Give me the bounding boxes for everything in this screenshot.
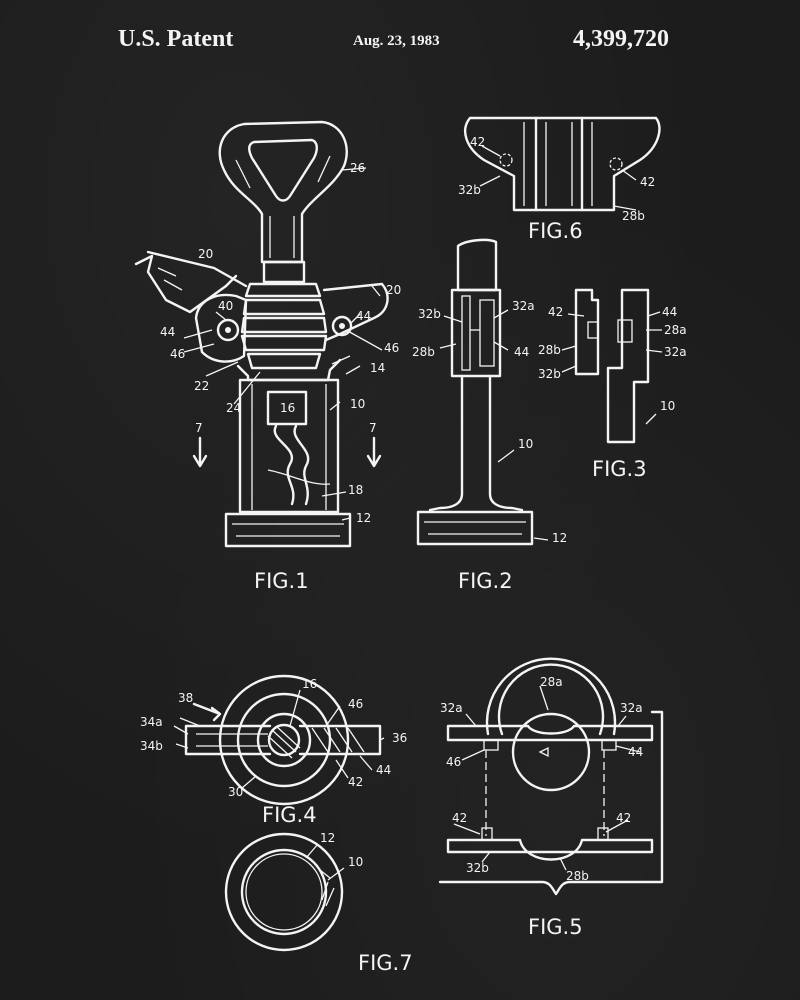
reference-numeral: 10 bbox=[348, 855, 363, 869]
figure-4-drawing bbox=[173, 674, 385, 806]
figure-5-caption: FIG.5 bbox=[528, 915, 583, 939]
reference-numeral: 40 bbox=[218, 299, 233, 313]
figure-6-labels: 42 32b 42 28b FIG.6 bbox=[458, 135, 655, 243]
reference-numeral: 42 bbox=[470, 135, 485, 149]
reference-numeral: 30 bbox=[228, 785, 243, 799]
figure-7-labels: 12 10 FIG.7 bbox=[320, 831, 413, 975]
figure-6-caption: FIG.6 bbox=[528, 219, 583, 243]
reference-numeral: 28b bbox=[566, 869, 589, 883]
figure-4-labels: 38 16 46 34a 34b 36 30 42 44 FIG.4 bbox=[140, 677, 407, 827]
reference-numeral: 46 bbox=[348, 697, 363, 711]
figure-2-drawing bbox=[416, 238, 549, 546]
reference-numeral: 36 bbox=[392, 731, 407, 745]
figure-7-caption: FIG.7 bbox=[358, 951, 413, 975]
reference-numeral: 42 bbox=[452, 811, 467, 825]
figure-3-caption: FIG.3 bbox=[592, 457, 647, 481]
header-patent-label: U.S. Patent bbox=[118, 26, 234, 52]
reference-numeral: 28a bbox=[540, 675, 563, 689]
reference-numeral: 38 bbox=[178, 691, 193, 705]
figure-1-caption: FIG.1 bbox=[254, 569, 309, 593]
reference-numeral: 22 bbox=[194, 379, 209, 393]
reference-numeral: 20 bbox=[198, 247, 213, 261]
reference-numeral: 42 bbox=[548, 305, 563, 319]
reference-numeral: 44 bbox=[160, 325, 175, 339]
reference-numeral: 12 bbox=[320, 831, 335, 845]
reference-numeral: 28b bbox=[538, 343, 561, 357]
reference-numeral: 12 bbox=[356, 511, 371, 525]
reference-numeral: 28a bbox=[664, 323, 687, 337]
figure-2-caption: FIG.2 bbox=[458, 569, 513, 593]
figure-4-caption: FIG.4 bbox=[262, 803, 317, 827]
reference-numeral: 10 bbox=[350, 397, 365, 411]
figure-7-drawing bbox=[224, 832, 345, 952]
reference-numeral: 46 bbox=[170, 347, 185, 361]
figure-1-drawing bbox=[134, 120, 389, 548]
figure-5-drawing bbox=[438, 657, 664, 896]
reference-numeral: 16 bbox=[302, 677, 317, 691]
reference-numeral: 34b bbox=[140, 739, 163, 753]
reference-numeral: 46 bbox=[384, 341, 399, 355]
reference-numeral: 24 bbox=[226, 401, 241, 415]
reference-numeral: 44 bbox=[514, 345, 529, 359]
reference-numeral: 28b bbox=[622, 209, 645, 223]
reference-numeral: 14 bbox=[370, 361, 385, 375]
header-patent-number: 4,399,720 bbox=[573, 26, 669, 52]
reference-numeral: 28b bbox=[412, 345, 435, 359]
reference-numeral: 32a bbox=[620, 701, 643, 715]
figure-2-labels: 32b 32a 28b 44 10 12 FIG.2 bbox=[412, 299, 567, 593]
reference-numeral: 42 bbox=[640, 175, 655, 189]
reference-numeral: 32a bbox=[664, 345, 687, 359]
reference-numeral: 44 bbox=[376, 763, 391, 777]
figure-6-drawing bbox=[464, 116, 661, 212]
reference-numeral: 32b bbox=[538, 367, 561, 381]
reference-numeral: 7 bbox=[195, 421, 203, 435]
reference-numeral: 7 bbox=[369, 421, 377, 435]
header-date: Aug. 23, 1983 bbox=[353, 33, 440, 49]
reference-numeral: 32b bbox=[418, 307, 441, 321]
reference-numeral: 34a bbox=[140, 715, 163, 729]
reference-numeral: 44 bbox=[628, 745, 643, 759]
reference-numeral: 32a bbox=[440, 701, 463, 715]
reference-numeral: 10 bbox=[660, 399, 675, 413]
reference-numeral: 32a bbox=[512, 299, 535, 313]
reference-numeral: 10 bbox=[518, 437, 533, 451]
reference-numeral: 12 bbox=[552, 531, 567, 545]
figure-3-drawing bbox=[561, 288, 663, 444]
figure-5-labels: 32a 28a 32a 46 44 42 42 32b 28b FIG.5 bbox=[440, 675, 643, 939]
reference-numeral: 16 bbox=[280, 401, 295, 415]
figure-3-labels: 42 44 28a 28b 32a 32b 10 FIG.3 bbox=[538, 305, 687, 481]
reference-numeral: 44 bbox=[356, 309, 371, 323]
reference-numeral: 20 bbox=[386, 283, 401, 297]
reference-numeral: 26 bbox=[350, 161, 365, 175]
reference-numeral: 42 bbox=[616, 811, 631, 825]
reference-numeral: 32b bbox=[458, 183, 481, 197]
reference-numeral: 18 bbox=[348, 483, 363, 497]
reference-numeral: 46 bbox=[446, 755, 461, 769]
reference-numeral: 42 bbox=[348, 775, 363, 789]
reference-numeral: 44 bbox=[662, 305, 677, 319]
figure-1-labels: 26 20 20 40 44 44 46 46 22 24 14 16 10 7… bbox=[160, 161, 401, 593]
reference-numeral: 32b bbox=[466, 861, 489, 875]
